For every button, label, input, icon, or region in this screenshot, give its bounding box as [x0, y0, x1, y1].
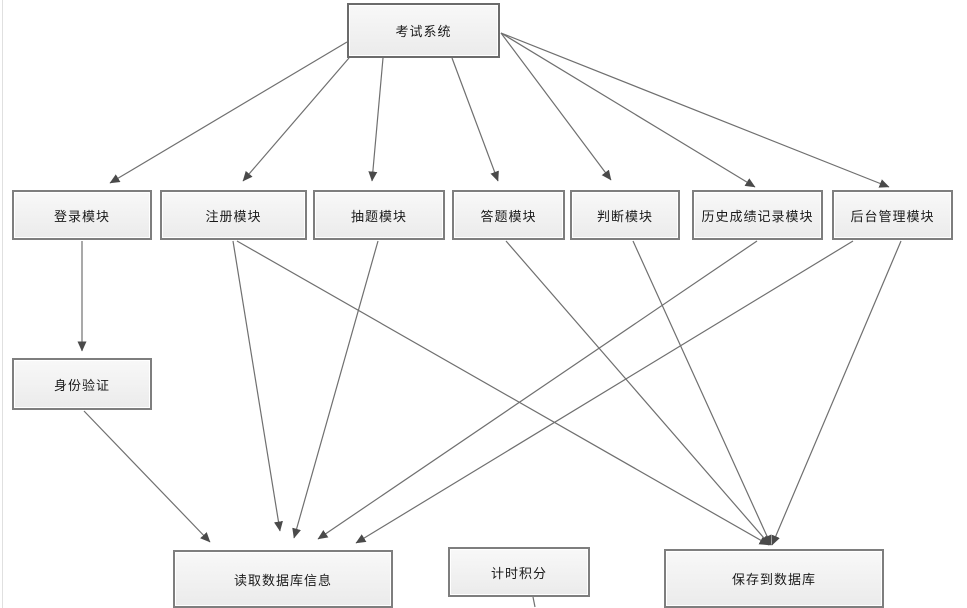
edge-identity-verification-to-read-database	[83, 410, 211, 543]
edge-stub-timing-score	[532, 596, 536, 608]
node-label-history-score-module: 历史成绩记录模块	[701, 208, 814, 224]
node-register-module: 注册模块	[160, 190, 307, 240]
edge-admin-module-to-read-database	[355, 240, 854, 544]
edge-history-score-module-to-read-database	[317, 240, 758, 540]
node-label-judge-module: 判断模块	[596, 208, 653, 224]
edge-exam-system-to-login-module	[109, 41, 348, 184]
node-label-read-database: 读取数据库信息	[233, 572, 332, 588]
node-label-login-module: 登录模块	[53, 208, 110, 224]
node-label-save-database: 保存到数据库	[731, 572, 816, 587]
node-login-module: 登录模块	[12, 190, 152, 240]
edge-answer-module-to-save-database	[505, 240, 771, 546]
edge-admin-module-to-save-database	[771, 240, 902, 546]
edge-exam-system-to-answer-module	[451, 57, 499, 182]
page-edge-line	[2, 0, 3, 608]
edge-register-module-to-read-database	[232, 240, 283, 532]
edge-exam-system-to-draw-question-module	[368, 57, 384, 182]
node-history-score-module: 历史成绩记录模块	[692, 190, 823, 240]
node-exam-system: 考试系统	[347, 3, 500, 58]
node-timing-score: 计时积分	[448, 547, 590, 597]
edge-judge-module-to-save-database	[632, 240, 772, 546]
node-save-database: 保存到数据库	[664, 549, 884, 608]
node-admin-module: 后台管理模块	[832, 190, 953, 240]
node-label-register-module: 注册模块	[205, 208, 262, 224]
edge-exam-system-to-register-module	[242, 57, 350, 182]
node-identity-verification: 身份验证	[12, 358, 152, 410]
edge-exam-system-to-judge-module	[500, 32, 612, 181]
node-read-database: 读取数据库信息	[173, 550, 393, 608]
edge-exam-system-to-admin-module	[500, 32, 890, 188]
node-judge-module: 判断模块	[570, 190, 680, 240]
node-label-answer-module: 答题模块	[480, 208, 537, 224]
node-label-exam-system: 考试系统	[395, 24, 452, 39]
edge-draw-question-module-to-read-database	[292, 240, 379, 539]
node-label-timing-score: 计时积分	[490, 565, 547, 581]
node-label-admin-module: 后台管理模块	[850, 208, 935, 224]
node-answer-module: 答题模块	[452, 190, 565, 240]
edge-exam-system-to-history-score-module	[500, 32, 756, 188]
node-draw-question-module: 抽题模块	[313, 190, 445, 240]
node-label-draw-question-module: 抽题模块	[350, 208, 407, 224]
node-label-identity-verification: 身份验证	[53, 377, 110, 393]
edge-register-module-to-save-database	[236, 240, 770, 546]
